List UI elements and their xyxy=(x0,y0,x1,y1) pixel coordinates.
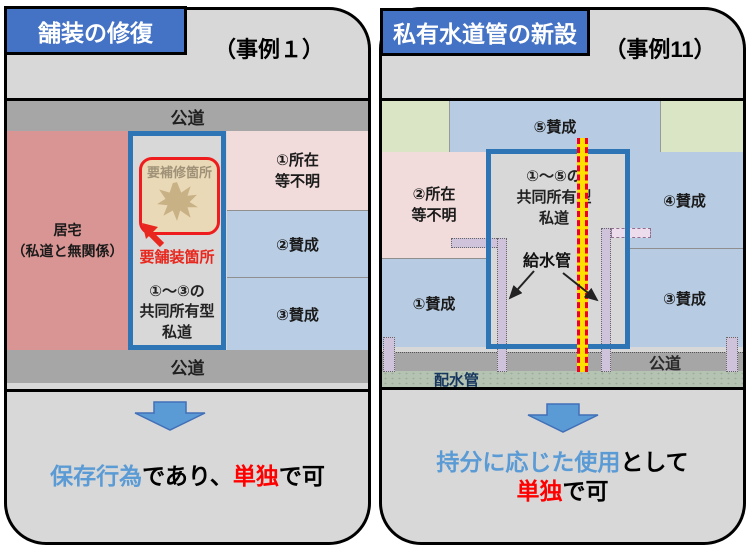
owner4-agree-label: ④賛成 xyxy=(663,192,706,210)
public-road-bottom-label: 公道 xyxy=(170,359,205,378)
case11-title-box: 私有水道管の新設 xyxy=(380,8,590,56)
case1-panel: 舗装の修復 （事例１） 公道 居宅 （私道と無関係） 要補修箇所 xyxy=(4,6,371,545)
case11-number-label: （事例11） xyxy=(604,37,716,62)
owner1-agree-block: ①賛成 xyxy=(382,258,486,347)
owner3-agree-label: ③賛成 xyxy=(276,306,319,324)
supply-pipe-right-horizontal xyxy=(611,228,651,238)
owner5-agree-block: ⑤賛成 xyxy=(449,101,661,152)
conclusion-part: 単独 xyxy=(232,463,279,489)
conclusion-part: 保存行為 xyxy=(50,463,143,489)
conclusion-part: 持分に応じた使用 xyxy=(436,449,621,475)
owner2-agree-block: ②賛成 xyxy=(227,210,368,277)
owner2-agree-label: ②賛成 xyxy=(276,236,319,254)
down-arrow-icon xyxy=(134,401,205,431)
private-road-column: 要補修箇所 要舗装箇所 ①～③の 共同所有型 私道 xyxy=(128,131,226,350)
paving-needed-label: 要舗装箇所 xyxy=(139,249,215,266)
case11-owners-label: ①～⑤の 共同所有型 私道 xyxy=(516,168,592,227)
conclusion-part: で可 xyxy=(562,478,609,504)
repair-spot-label: 要補修箇所 xyxy=(146,165,212,180)
case11-title: 私有水道管の新設 xyxy=(393,21,577,47)
case1-conclusion: 保存行為であり、単独で可 xyxy=(7,462,368,491)
public-road-bottom: 公道 xyxy=(7,350,368,383)
conclusion-part: で可 xyxy=(278,463,325,489)
water-main-strip: 配水管 xyxy=(382,371,743,389)
red-pointer-arrow-icon xyxy=(142,223,165,248)
case1-owners-label: ①～③の 共同所有型 私道 xyxy=(139,283,215,341)
owner3-agree-block: ③賛成 xyxy=(626,248,743,347)
supply-pipe-label: 給水管 xyxy=(522,253,571,270)
owner1-unknown-block: ①所在 等不明 xyxy=(227,131,368,210)
house-block: 居宅 （私道と無関係） xyxy=(7,131,128,350)
case1-title-box: 舗装の修復 xyxy=(4,6,187,55)
damage-starburst-icon xyxy=(157,182,198,221)
conclusion-part: 単独 xyxy=(516,478,563,504)
new-water-pipe xyxy=(577,138,588,372)
private-road-column: ①～⑤の 共同所有型 私道 給水管 xyxy=(486,149,630,349)
water-main-label: 配水管 xyxy=(434,372,480,389)
neighbor-lot-right xyxy=(661,101,743,152)
case1-number-label: （事例１） xyxy=(213,37,324,62)
case11-conclusion: 持分に応じた使用として 単独で可 xyxy=(382,448,743,506)
public-road-strip: 公道 xyxy=(382,352,743,373)
owner5-agree-label: ⑤賛成 xyxy=(533,119,577,136)
case11-panel: 私有水道管の新設 （事例11） ⑤賛成 ②所在 等不明 ①賛成 ④賛成 ③賛成 xyxy=(379,7,746,545)
conclusion-line2: 単独で可 xyxy=(382,477,743,506)
case1-diagram: 公道 居宅 （私道と無関係） 要補修箇所 要舗装箇所 ①～③の 共同所有型 私道 xyxy=(7,98,368,392)
case11-diagram: ⑤賛成 ②所在 等不明 ①賛成 ④賛成 ③賛成 xyxy=(382,98,743,390)
conclusion-part: であり、 xyxy=(142,463,233,489)
owner2-unknown-label: ②所在 等不明 xyxy=(411,186,457,224)
neighbor-lot-left xyxy=(382,101,449,152)
owner1-agree-label: ①賛成 xyxy=(412,295,456,313)
supply-pipe-left-vertical xyxy=(497,238,507,372)
public-road-top: 公道 xyxy=(7,101,368,131)
public-road-label: 公道 xyxy=(648,356,681,373)
case1-title: 舗装の修復 xyxy=(38,19,153,46)
neighbor-pipe-right-stub xyxy=(726,337,738,372)
repair-spot-box: 要補修箇所 xyxy=(139,157,220,235)
public-road-top-label: 公道 xyxy=(170,108,205,128)
neighbor-pipe-left-stub xyxy=(383,337,395,372)
owner3-agree-label: ③賛成 xyxy=(663,290,706,308)
conclusion-part: として xyxy=(620,449,689,475)
house-label: 居宅 （私道と無関係） xyxy=(11,222,124,259)
owner1-unknown-label: ①所在 等不明 xyxy=(274,151,320,190)
down-arrow-icon xyxy=(527,403,598,433)
supply-pipe-right-vertical xyxy=(601,228,611,372)
conclusion-line1: 持分に応じた使用として xyxy=(382,448,743,477)
owner3-agree-block: ③賛成 xyxy=(227,277,368,350)
